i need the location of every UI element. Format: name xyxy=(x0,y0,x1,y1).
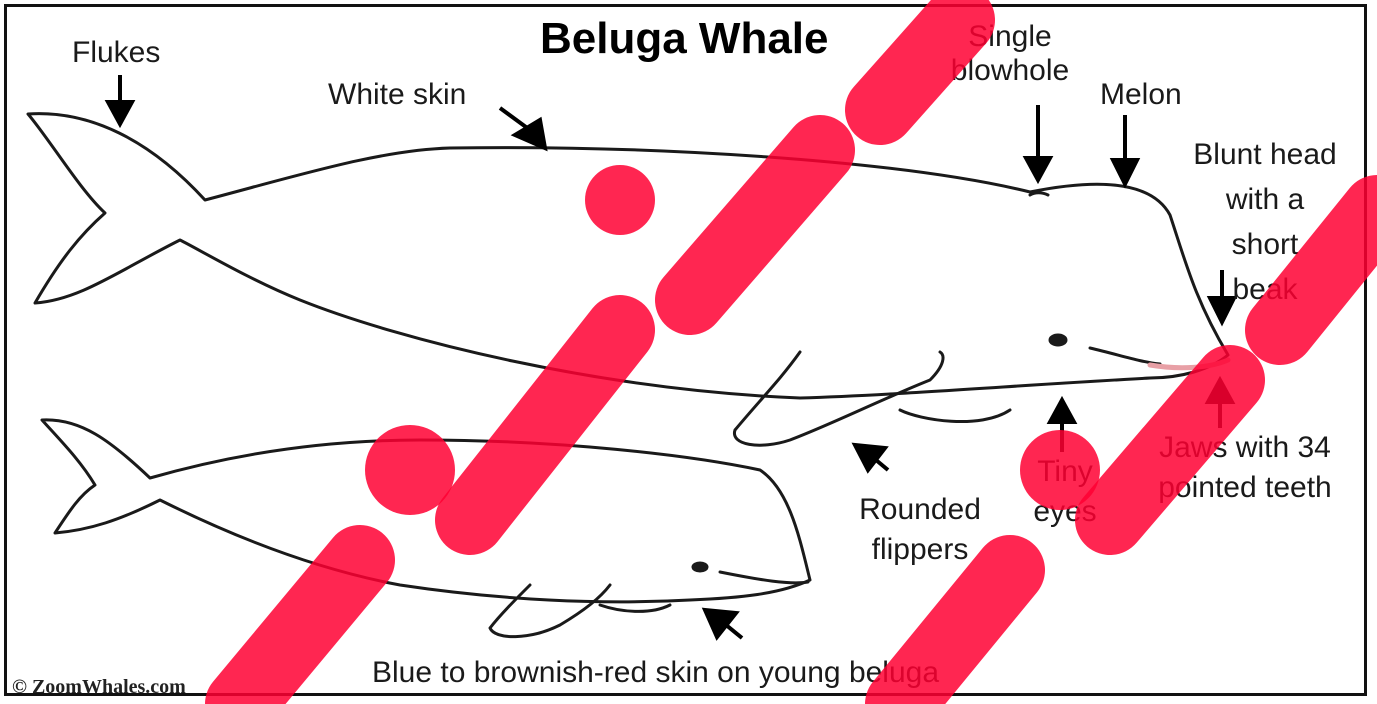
adult-mouth xyxy=(1150,360,1228,368)
blowhole-arrow xyxy=(1026,105,1050,180)
adult-eye xyxy=(1050,335,1066,345)
melon-arrow xyxy=(1113,115,1137,184)
head-label: Blunt head with a short beak xyxy=(1165,132,1365,312)
diagram-title: Beluga Whale xyxy=(540,14,829,64)
young-flipper-outline xyxy=(490,585,610,637)
white-skin-label: White skin xyxy=(328,78,466,112)
blowhole-label-line1: Single xyxy=(935,20,1085,54)
flippers-label-line1: Rounded xyxy=(840,490,1000,530)
flippers-label: Rounded flippers xyxy=(840,490,1000,570)
eyes-arrow xyxy=(1050,400,1074,452)
jaws-label-line2: pointed teeth xyxy=(1130,468,1360,508)
blowhole-label: Single blowhole xyxy=(935,20,1085,88)
jaws-label: Jaws with 34 pointed teeth xyxy=(1130,428,1360,508)
white-skin-arrow xyxy=(500,108,545,148)
flukes-label: Flukes xyxy=(72,36,160,70)
jaws-label-line1: Jaws with 34 xyxy=(1130,428,1360,468)
eyes-label-line1: Tiny xyxy=(1015,452,1115,492)
melon-label: Melon xyxy=(1100,78,1182,112)
head-label-line1: Blunt head xyxy=(1165,132,1365,177)
adult-flipper-outline xyxy=(734,352,943,445)
flippers-label-line2: flippers xyxy=(840,530,1000,570)
flippers-arrow xyxy=(855,445,888,470)
head-label-line4: beak xyxy=(1165,267,1365,312)
head-label-line3: short xyxy=(1165,222,1365,267)
head-label-line2: with a xyxy=(1165,177,1365,222)
flukes-arrow xyxy=(108,75,132,124)
copyright-text: © ZoomWhales.com xyxy=(12,676,186,699)
eyes-label-line2: eyes xyxy=(1015,492,1115,532)
jaws-arrow xyxy=(1208,380,1232,428)
young-skin-arrow xyxy=(705,610,742,638)
young-skin-label: Blue to brownish-red skin on young belug… xyxy=(372,656,939,690)
blowhole-label-line2: blowhole xyxy=(935,54,1085,88)
eyes-label: Tiny eyes xyxy=(1015,452,1115,532)
young-eye xyxy=(693,563,707,571)
young-beluga-outline xyxy=(42,420,810,602)
